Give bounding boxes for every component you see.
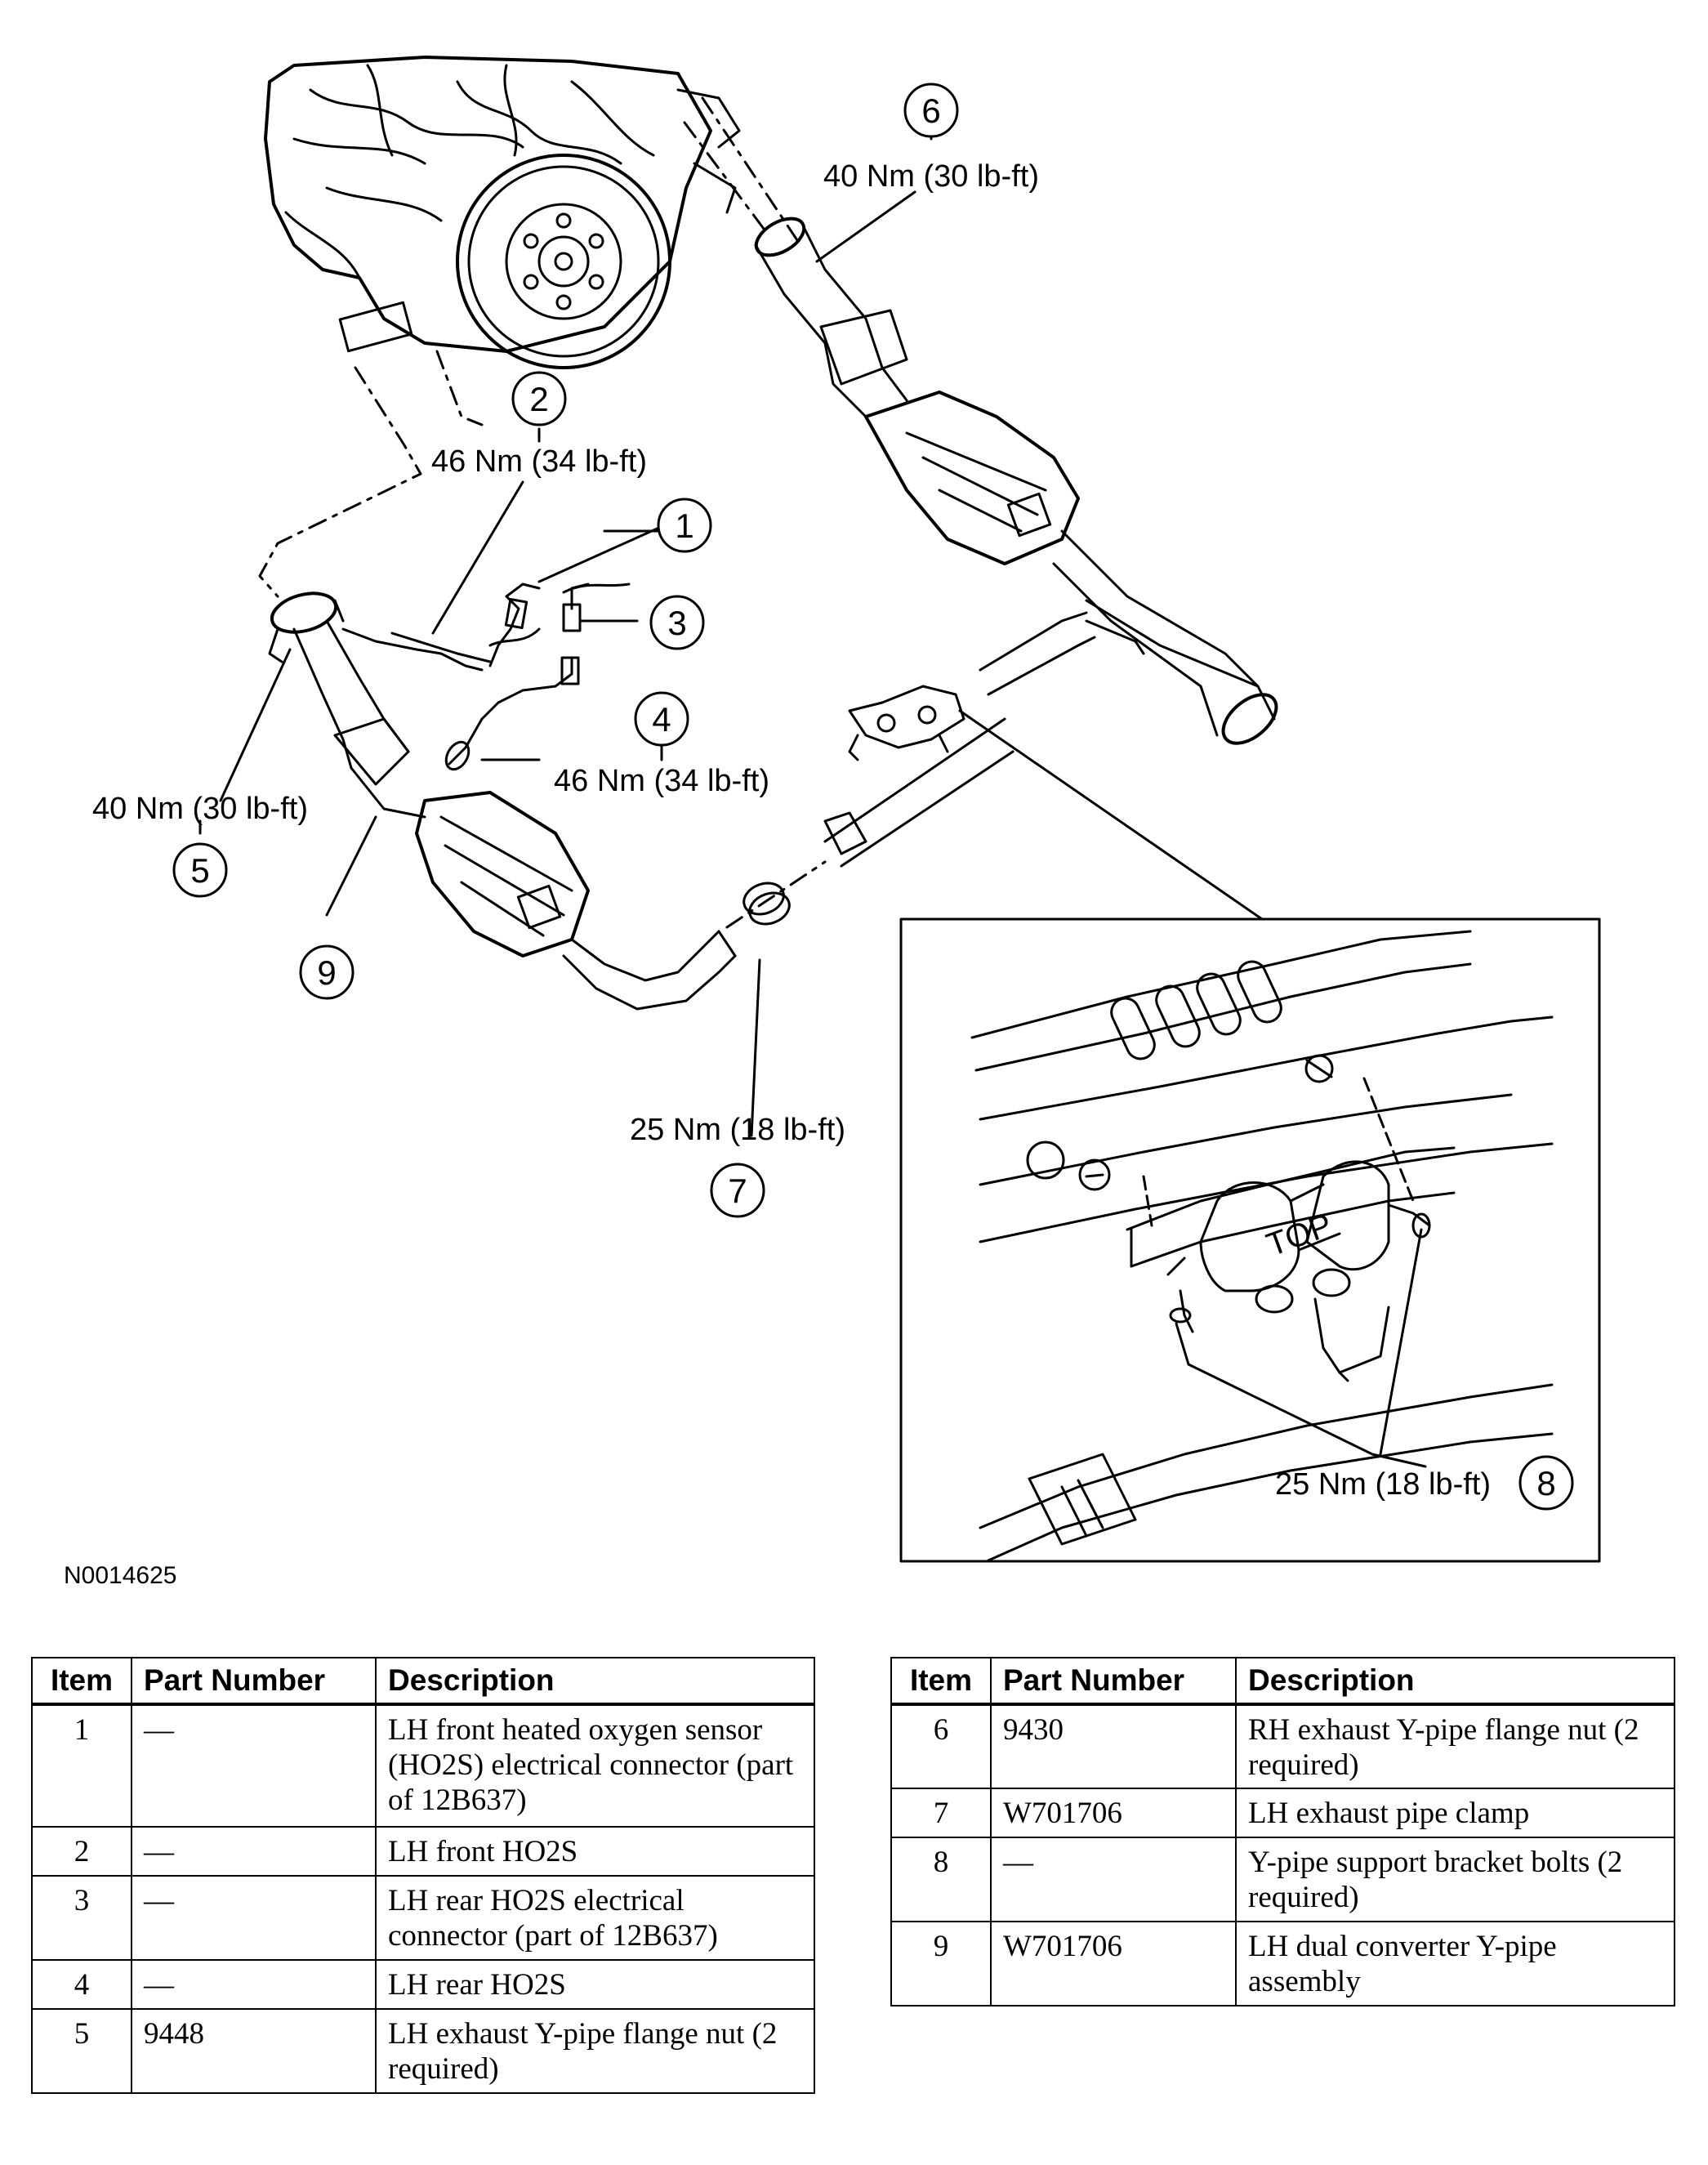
cell-part-number: — [131, 1959, 377, 2010]
exhaust-clamp [743, 882, 791, 926]
support-bracket-small [848, 685, 965, 761]
engine-illustration [264, 56, 741, 369]
callout-7: 7 [728, 1172, 747, 1210]
cell-item: 3 [31, 1875, 132, 1961]
callout-1: 1 [675, 507, 693, 545]
torque-7: 25 Nm (18 lb-ft) [630, 1113, 845, 1147]
table-row: 3 — LH rear HO2S electrical connector (p… [31, 1875, 815, 1961]
cell-description: LH exhaust Y-pipe flange nut (2 required… [375, 2008, 815, 2094]
cell-description: LH exhaust pipe clamp [1235, 1788, 1675, 1838]
torque-8: 25 Nm (18 lb-ft) [1275, 1467, 1491, 1502]
cell-item: 9 [890, 1921, 992, 2007]
callout-5: 5 [190, 851, 209, 890]
cell-part-number: — [131, 1875, 377, 1961]
header-description: Description [375, 1657, 815, 1706]
cell-item: 4 [31, 1959, 132, 2010]
callout-8: 8 [1536, 1464, 1555, 1502]
rh-exhaust-pipe [754, 216, 1278, 745]
cell-item: 1 [31, 1703, 132, 1828]
cell-description: LH rear HO2S [375, 1959, 815, 2010]
figure-id: N0014625 [64, 1562, 176, 1589]
table-row: 7 W701706 LH exhaust pipe clamp [890, 1788, 1675, 1838]
callout-4: 4 [652, 700, 671, 739]
table-row: 1 — LH front heated oxygen sensor (HO2S)… [31, 1703, 815, 1828]
cell-part-number: — [990, 1837, 1237, 1922]
callout-6: 6 [921, 92, 940, 130]
lh-y-pipe-assembly [268, 591, 737, 1011]
cell-item: 5 [31, 2008, 132, 2094]
callout-circles [172, 83, 1574, 1511]
table-row: 9 W701706 LH dual converter Y-pipe assem… [890, 1921, 1675, 2007]
cell-description: Y-pipe support bracket bolts (2 required… [1235, 1837, 1675, 1922]
cell-part-number: — [131, 1703, 377, 1828]
torque-4: 46 Nm (34 lb-ft) [554, 764, 769, 798]
cell-part-number: W701706 [990, 1921, 1237, 2007]
cell-part-number: — [131, 1826, 377, 1877]
cell-description: LH front HO2S [375, 1826, 815, 1877]
cell-part-number: 9448 [131, 2008, 377, 2094]
cell-description: LH rear HO2S electrical connector (part … [375, 1875, 815, 1961]
cell-item: 8 [890, 1837, 992, 1922]
table-row: 5 9448 LH exhaust Y-pipe flange nut (2 r… [31, 2008, 815, 2094]
header-part-number: Part Number [131, 1657, 377, 1706]
table-header-row: Item Part Number Description [31, 1657, 815, 1706]
callout-9: 9 [317, 953, 336, 992]
parts-table-right: Item Part Number Description 6 9430 RH e… [890, 1657, 1675, 2007]
table-row: 6 9430 RH exhaust Y-pipe flange nut (2 r… [890, 1703, 1675, 1789]
parts-table-left: Item Part Number Description 1 — LH fron… [31, 1657, 815, 2094]
torque-6: 40 Nm (30 lb-ft) [823, 159, 1039, 194]
cell-part-number: 9430 [990, 1703, 1237, 1789]
torque-2: 46 Nm (34 lb-ft) [431, 444, 647, 479]
exhaust-diagram: 6 2 1 3 4 5 9 7 8 40 Nm (30 lb-ft) 46 Nm… [64, 56, 1601, 1589]
callout-3: 3 [667, 604, 686, 642]
sensor-wiring [341, 583, 631, 771]
cell-part-number: W701706 [990, 1788, 1237, 1838]
table-row: 2 — LH front HO2S [31, 1826, 815, 1877]
cell-description: LH front heated oxygen sensor (HO2S) ele… [375, 1703, 815, 1828]
header-description: Description [1235, 1657, 1675, 1706]
header-part-number: Part Number [990, 1657, 1237, 1706]
header-item: Item [890, 1657, 992, 1706]
header-item: Item [31, 1657, 132, 1706]
table-header-row: Item Part Number Description [890, 1657, 1675, 1706]
table-row: 4 — LH rear HO2S [31, 1959, 815, 2010]
callout-2: 2 [529, 380, 548, 418]
cell-item: 2 [31, 1826, 132, 1877]
inset-detail [970, 930, 1554, 1562]
cell-item: 6 [890, 1703, 992, 1789]
table-row: 8 — Y-pipe support bracket bolts (2 requ… [890, 1837, 1675, 1922]
cell-description: LH dual converter Y-pipe assembly [1235, 1921, 1675, 2007]
cell-item: 7 [890, 1788, 992, 1838]
torque-5: 40 Nm (30 lb-ft) [92, 792, 308, 826]
cell-description: RH exhaust Y-pipe flange nut (2 required… [1235, 1703, 1675, 1789]
